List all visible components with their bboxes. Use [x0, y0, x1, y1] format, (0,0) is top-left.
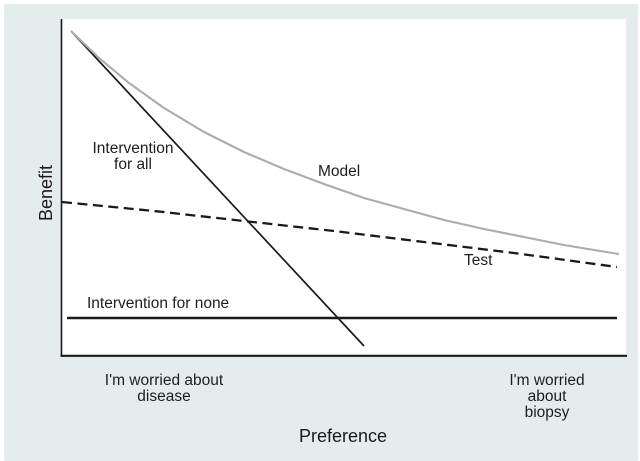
series-label-intervention-for-none: Intervention for none	[87, 295, 230, 312]
x-axis-title: Preference	[298, 426, 388, 446]
series-label-test: Test	[464, 252, 493, 269]
y-axis-title: Benefit	[36, 164, 56, 222]
series-label-model: Model	[318, 163, 361, 180]
chart-panel: Intervention for all Model Test Interven…	[4, 4, 638, 461]
x-tick-label-right: I'm worried about biopsy	[509, 372, 585, 421]
series-label-intervention-for-all: Intervention for all	[92, 140, 174, 173]
x-tick-label-left: I'm worried about disease	[104, 372, 224, 405]
